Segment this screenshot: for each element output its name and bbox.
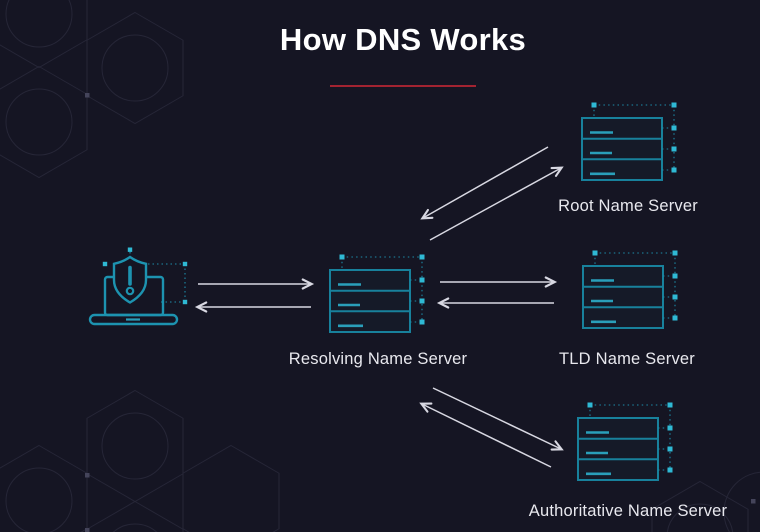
arrow-resolving-to-root [429,166,564,241]
resolving-name-server-label: Resolving Name Server [288,350,468,368]
root-name-server-icon [580,100,680,188]
tld-name-server-label: TLD Name Server [559,350,695,368]
tld-name-server-icon [581,248,681,336]
laptop-shield-alert-icon [85,242,195,337]
page-title: How DNS Works [279,22,527,57]
arrow-root-to-resolving [420,146,549,220]
title-underline [330,85,476,87]
authoritative-name-server-icon [576,400,676,488]
arrow-authoritative-to-resolving [419,402,552,468]
root-name-server-label: Root Name Server [558,197,698,215]
arrow-resolving-to-authoritative [432,387,564,451]
authoritative-name-server-label: Authoritative Name Server [528,502,728,520]
resolving-name-server-icon [328,252,428,340]
